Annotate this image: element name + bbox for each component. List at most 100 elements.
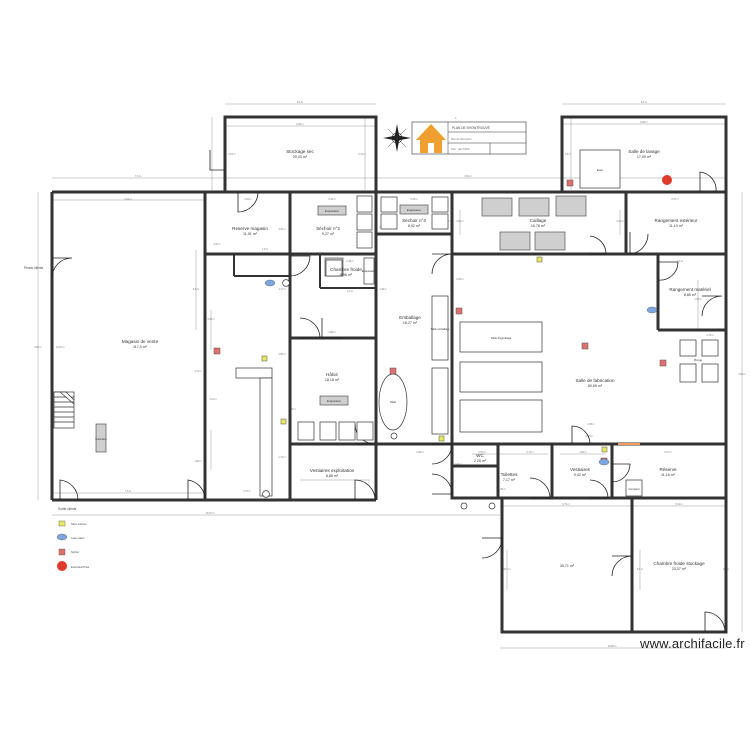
dim-text: 1,75 m (706, 334, 713, 337)
sink (679, 339, 697, 357)
room-wc-name: WC (476, 453, 484, 458)
legend-siphon-swatch (58, 548, 66, 556)
entrance-label: Pendo clients (24, 266, 44, 270)
dim-text: 5,31 m (675, 503, 682, 506)
rack (325, 259, 343, 277)
dim-text: 3,28 m (288, 408, 295, 411)
dim-text: 2,37 m (671, 198, 678, 201)
siphon-marker (581, 342, 589, 350)
dim-text: 1,68 m (328, 331, 335, 334)
dim-text: 3,81 m (464, 175, 471, 178)
room-toilettes-name: Toilettes (501, 472, 519, 477)
drain-table-label: Table d'égouttage (491, 336, 512, 340)
dim-text: 8,6 m (297, 101, 303, 104)
room-rangement-materiel-area: 8,85 m² (684, 293, 697, 297)
dim-text: 7,8 m (135, 175, 141, 178)
toilet (488, 502, 496, 510)
walls (50, 115, 728, 634)
rack (380, 196, 398, 213)
dim-text: 10,93 m (56, 346, 65, 349)
dim-text: 2,6 m (565, 153, 571, 156)
room-chambre-froide-area: 9,96 m² (340, 273, 353, 277)
dim-text: 4,80 m (278, 353, 285, 356)
door-arc (481, 537, 503, 559)
legend-extinguisher-swatch (57, 561, 67, 571)
washer-label: Evier (597, 168, 603, 172)
dim-text: 2,56 m (456, 220, 463, 223)
dim-text: 2,48 m (346, 260, 353, 263)
room-vestiaires-name: Vestiaires (570, 467, 591, 472)
door-arc (589, 479, 609, 499)
rack (297, 421, 315, 441)
room-chambre-froide-name: Chambre froide (330, 267, 362, 272)
evaporator-label: Evaporateur (325, 209, 339, 213)
door-arc (51, 257, 73, 279)
neon-marker (601, 446, 608, 453)
house-logo-icon (416, 124, 446, 153)
compass-icon (383, 124, 411, 152)
dim-text: 1,49 m (379, 288, 386, 291)
rack (356, 195, 373, 213)
door-arc (611, 555, 633, 577)
rack (356, 421, 374, 441)
dim-text: 8,09 m (640, 121, 647, 124)
door-arc (289, 255, 311, 277)
sink (701, 363, 719, 383)
room-reserve-area: 11,16 m² (661, 473, 676, 477)
dim-text: 4,69 m (738, 373, 745, 376)
room-magasin-name: Magasin de vente (122, 339, 159, 344)
extinguisher-marker (662, 175, 672, 185)
room-rangement-materiel-name: Rangement matériel (669, 287, 710, 292)
legend: Néon surface Lave-mains Siphon Extincteu… (56, 520, 90, 571)
room-rangement-exterieur-name: Rangement extérieur (655, 218, 698, 223)
sink (679, 363, 697, 383)
room-salle-lavage-name: Salle de lavage (628, 149, 660, 154)
vat (555, 195, 587, 217)
packing-table (431, 295, 449, 361)
room-haloir-area: 18,18 m² (325, 378, 340, 382)
handwash-marker (598, 458, 610, 466)
room-reserve-magasin-area: 11,91 m² (243, 232, 258, 236)
neon-marker (280, 418, 287, 425)
dim-text: 5,79 m (562, 503, 569, 506)
dimension-lines (37, 103, 743, 649)
siphon-marker (566, 179, 574, 187)
legend-neon-label: Néon surface (71, 522, 87, 526)
door-arc (529, 477, 551, 499)
dim-text: 8,4 m (637, 568, 643, 571)
door-arc (701, 295, 723, 317)
rack (380, 213, 398, 230)
dim-text: 4,34 m (278, 228, 285, 231)
room-salle-fabrication-name: Salle de fabrication (575, 378, 615, 383)
siphon-marker (213, 347, 221, 355)
dim-text: 2,63 m (410, 198, 417, 201)
title-project: PLAN DE SHOWTROUVÉ (452, 125, 490, 130)
rack (431, 196, 449, 213)
dim-text: 3,44 m (124, 198, 131, 201)
sink (701, 339, 719, 357)
door-frame (321, 318, 342, 339)
dim-text: 6,27 m (664, 451, 671, 454)
dim-text: 13,68 m (608, 645, 617, 648)
dim-text: 8,00 m (296, 123, 303, 126)
sink-label: Plonge (694, 358, 703, 362)
door-arc (431, 443, 453, 465)
door-arc (237, 191, 259, 213)
dimension-texts: 8,6 m 8,00 m 8,8 m 8,09 m 3,44 m 2,82 m … (34, 101, 745, 648)
room-magasin-area: 117,9 m² (133, 345, 148, 349)
siphon-marker (455, 307, 463, 315)
neon-marker (261, 355, 268, 362)
room-haloir-name: Hâloir (326, 372, 338, 377)
evaporator-unit (399, 204, 429, 215)
dim-text: 3,43 m (616, 220, 623, 223)
evaporator-label: Evaporateur (407, 208, 421, 212)
title-line2: Plan de l'Entreprise (451, 138, 472, 141)
furniture-labels: Cuisinière Evaporateur Evaporateur Evapo… (95, 168, 702, 491)
door-frame (209, 150, 225, 171)
vat (481, 197, 513, 217)
dim-text: 3,3 m (677, 260, 683, 263)
evaporator-unit (319, 395, 349, 406)
orange-strip (618, 443, 640, 445)
watermark: www.archifacile.fr (640, 636, 745, 651)
